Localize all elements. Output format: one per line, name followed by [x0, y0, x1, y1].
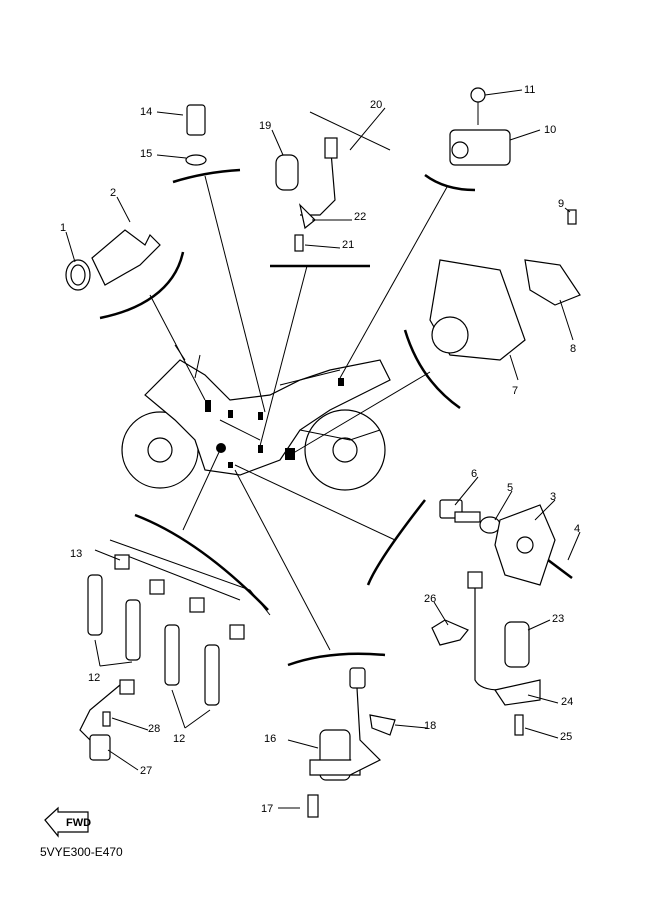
callout-25: 25: [560, 731, 572, 743]
callout-12b: 12: [173, 733, 185, 745]
callout-2: 2: [110, 187, 116, 199]
callout-3: 3: [550, 491, 556, 503]
diagram-code: 5VYE300-E470: [40, 845, 123, 859]
callout-27: 27: [140, 765, 152, 777]
callout-17: 17: [261, 803, 273, 815]
callout-18: 18: [424, 720, 436, 732]
callout-21: 21: [342, 239, 354, 251]
callout-6: 6: [471, 468, 477, 480]
callout-13: 13: [70, 548, 82, 560]
callout-22: 22: [354, 211, 366, 223]
fwd-arrow-icon: FWD: [44, 806, 91, 838]
group-leaders: [149, 175, 448, 651]
callout-19: 19: [259, 120, 271, 132]
callout-15: 15: [140, 148, 152, 160]
callout-9: 9: [558, 198, 564, 210]
callout-28: 28: [148, 723, 160, 735]
callout-24: 24: [561, 696, 573, 708]
callout-labels: 1 2 3 4 5 6 7 8 9 10 11 12 12 13 14 15 1…: [60, 84, 580, 815]
callout-8: 8: [570, 343, 576, 355]
fwd-badge: FWD: [66, 817, 91, 829]
callout-14: 14: [140, 106, 152, 118]
callout-7: 7: [512, 385, 518, 397]
callout-5: 5: [507, 482, 513, 494]
callout-16: 16: [264, 733, 276, 745]
callout-leaders: [65, 89, 581, 809]
parts: FWD: [44, 87, 581, 838]
callout-26: 26: [424, 593, 436, 605]
callout-11: 11: [524, 84, 535, 96]
callout-10: 10: [544, 124, 556, 136]
callout-12a: 12: [88, 672, 100, 684]
callout-4: 4: [574, 523, 580, 535]
callout-23: 23: [552, 613, 564, 625]
callout-1: 1: [60, 222, 66, 234]
callout-20: 20: [370, 99, 382, 111]
group-brackets: [99, 168, 476, 667]
motorcycle: [121, 344, 391, 491]
